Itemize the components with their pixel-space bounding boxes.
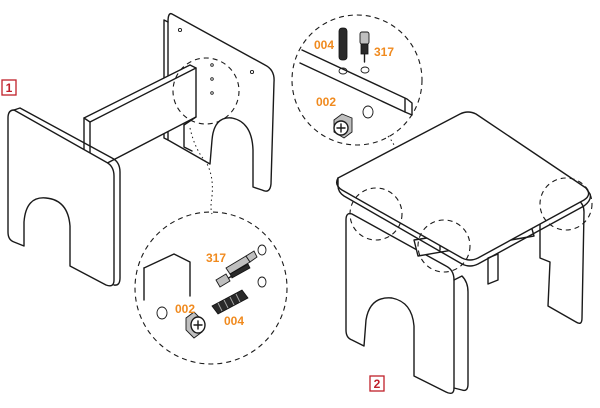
step-2-badge: 2	[369, 375, 385, 392]
callout-004-step2: 004	[314, 38, 334, 52]
dowel-004-step2	[338, 27, 348, 75]
front-side-panel	[7, 107, 121, 287]
cam-002-step1	[185, 311, 206, 339]
rail-board	[83, 64, 197, 173]
leader-line-step1	[189, 127, 213, 215]
joint-zoom-circle-right	[539, 177, 593, 231]
callout-317-step2: 317	[374, 45, 394, 59]
detail-circle-step2	[291, 14, 423, 146]
cam-002-step2	[333, 105, 374, 139]
stool-left-leg	[345, 212, 469, 395]
svg-text:1: 1	[6, 81, 13, 95]
callout-004-step1: 004	[224, 314, 244, 328]
bolt-317-step1	[215, 250, 258, 288]
joint-zoom-circle-left	[349, 187, 403, 241]
bolt-317-step2	[359, 31, 370, 74]
svg-text:2: 2	[374, 377, 381, 391]
step-1-badge: 1	[1, 79, 17, 96]
back-side-panel	[163, 12, 275, 192]
joint-zoom-circle-step1	[172, 57, 240, 125]
callout-317-step1: 317	[206, 251, 226, 265]
step-1-drawing: 317 002 004 1	[1, 12, 288, 365]
callout-002-step1: 002	[175, 302, 195, 316]
callout-002-step2: 002	[316, 95, 336, 109]
joint-zoom-circle-front	[417, 219, 471, 273]
stool-seat	[335, 111, 592, 267]
detail-circle-step1	[134, 211, 288, 365]
dowel-004-step1	[211, 289, 249, 315]
step-2-drawing: 004 317 002 2	[291, 14, 593, 395]
